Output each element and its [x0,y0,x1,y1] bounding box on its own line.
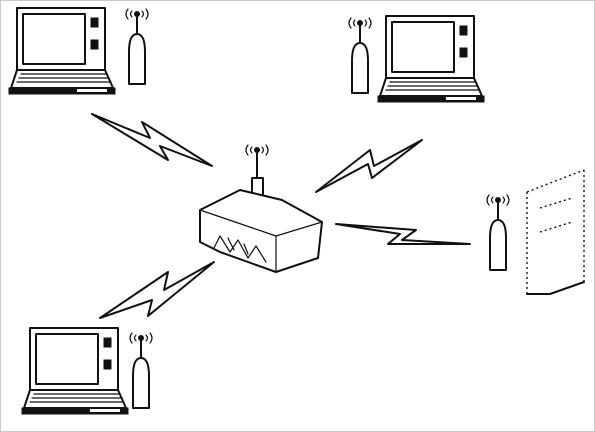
wireless-link-top-left [91,113,213,167]
wireless-link-bottom-left [99,261,215,319]
wireless-adapter-icon [130,333,152,408]
laptop-top-right [349,15,485,103]
desktop-tower-icon [526,169,585,295]
wireless-link-right [335,223,471,245]
wireless-adapter-icon [349,18,371,93]
access-point [199,144,323,273]
laptop-icon [21,327,129,415]
laptop-bottom-left [21,327,152,415]
access-point-icon [199,144,323,273]
wireless-adapter-icon [487,195,509,270]
desktop-tower [487,169,585,295]
laptop-top-left [8,7,148,95]
laptop-icon [377,15,485,103]
wireless-adapter-icon [126,9,148,84]
laptop-icon [8,7,116,95]
wireless-link-top-right [315,139,423,193]
